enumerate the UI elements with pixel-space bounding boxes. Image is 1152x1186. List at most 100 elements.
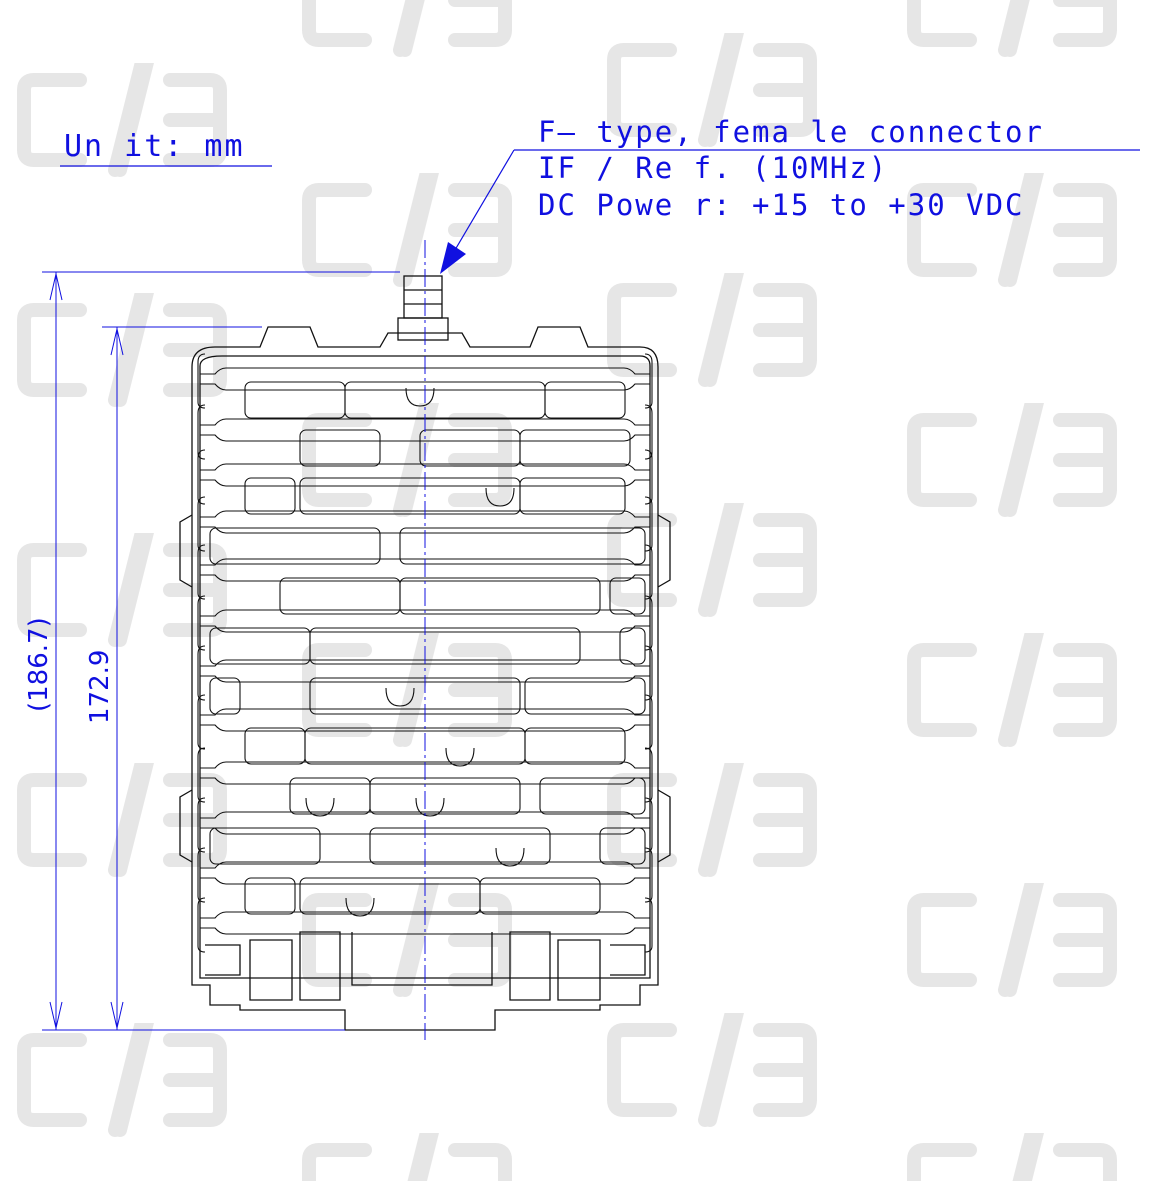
fin-end-right	[644, 404, 653, 460]
housing-outer-body	[191, 326, 659, 1031]
fin-end-left	[197, 645, 206, 701]
channel-bulge	[405, 387, 435, 407]
fin-end-right	[644, 496, 653, 552]
brand-logo-watermark-icon	[607, 33, 817, 147]
channel	[524, 677, 646, 715]
connector-signal-note: IF ∕ Re f. (10MHz)	[538, 151, 888, 185]
brand-logo-watermark-icon	[302, 633, 512, 747]
fin-end-left	[197, 747, 206, 803]
channel	[519, 477, 626, 515]
callout-arrowhead	[440, 242, 466, 274]
fin-end-right	[644, 747, 653, 803]
left-bump-upper	[179, 514, 193, 588]
fin-end-right	[644, 797, 653, 853]
channel-bulge	[345, 897, 375, 917]
dimension-body	[102, 326, 262, 1030]
brand-logo-watermark-icon	[907, 403, 1117, 517]
channel	[209, 827, 321, 865]
channel	[609, 577, 646, 615]
connector-body	[403, 275, 443, 319]
brand-logo-watermark-icon	[17, 533, 227, 647]
brand-logo-watermark-icon	[607, 1013, 817, 1127]
channel	[209, 527, 381, 565]
body-height-dimension: 172.9	[85, 650, 115, 724]
housing-outline	[179, 275, 671, 1031]
fin-end-left	[197, 694, 206, 750]
fin-end-right	[644, 847, 653, 903]
fin-end-right	[644, 645, 653, 701]
unit-label: Un it: mm	[64, 129, 245, 164]
overall-height-dimension: (186.7)	[24, 617, 54, 712]
channel	[289, 777, 371, 815]
fin-end-right	[644, 694, 653, 750]
channel	[244, 381, 346, 419]
connector-type-note: F— type, fema le connector	[538, 115, 1044, 149]
fin-end-left	[197, 544, 206, 600]
fin-end-left	[197, 353, 206, 409]
channel	[344, 381, 546, 419]
bottom-compartment-right	[509, 931, 551, 1001]
channel	[209, 627, 311, 665]
brand-logo-watermark-icon	[907, 0, 1117, 57]
brand-logo-watermark-icon	[302, 883, 512, 997]
channel	[369, 827, 551, 865]
channel	[309, 677, 521, 715]
fin-end-left	[197, 595, 206, 651]
fin-end-left	[197, 404, 206, 460]
channel	[244, 477, 296, 515]
brand-logo-watermark-icon	[607, 503, 817, 617]
channel	[519, 429, 631, 467]
channel	[539, 777, 646, 815]
brand-logo-watermark-icon	[302, 0, 512, 57]
connector-hex	[397, 317, 449, 341]
channel	[544, 381, 626, 419]
fin-end-left	[197, 496, 206, 552]
fin-end-right	[644, 595, 653, 651]
bottom-compartment-left	[249, 939, 293, 1001]
channel-bulge	[385, 687, 415, 707]
channel-bulge	[445, 747, 475, 767]
channel-bulge	[495, 847, 525, 867]
right-bump-lower	[657, 789, 671, 863]
brand-logo-watermark-icon	[17, 763, 227, 877]
channel	[599, 827, 646, 865]
channel-bulge	[305, 797, 335, 817]
brand-logo-watermark-icon	[17, 1023, 227, 1137]
brand-logo-watermark-icon	[607, 763, 817, 877]
brand-logo-watermark-icon	[907, 1133, 1117, 1186]
channel	[399, 577, 601, 615]
brand-logo-watermark-icon	[302, 173, 512, 287]
channel	[244, 727, 306, 765]
cooling-fins	[197, 353, 653, 953]
channel	[619, 627, 646, 665]
fin-end-left	[197, 847, 206, 903]
bottom-compartment-right2	[557, 939, 601, 1001]
fin-end-left	[197, 897, 206, 953]
brand-logo-watermark-icon	[607, 273, 817, 387]
connector-callout	[440, 149, 1140, 274]
brand-logo-watermark-icon	[17, 63, 227, 177]
connector-power-note: DC Powe r: +15 to +30 VDC	[538, 188, 1025, 222]
brand-logo-watermark-icon	[302, 1133, 512, 1186]
channel	[479, 877, 601, 915]
channel	[399, 527, 646, 565]
bottom-compartment-left2	[299, 931, 341, 1001]
brand-logo-watermark-icon	[907, 173, 1117, 287]
fin-end-left	[197, 449, 206, 505]
fin-end-right	[644, 897, 653, 953]
fin-end-right	[644, 353, 653, 409]
channel-bulge	[415, 797, 445, 817]
channel	[244, 877, 296, 915]
right-bump-upper	[657, 514, 671, 588]
brand-logo-watermark-icon	[17, 293, 227, 407]
brand-logo-watermark-icon	[907, 883, 1117, 997]
channel	[209, 677, 241, 715]
watermark-layer	[17, 0, 1117, 1186]
fin-end-right	[644, 544, 653, 600]
housing-inner-body	[199, 355, 651, 979]
brand-logo-watermark-icon	[907, 633, 1117, 747]
fin-end-left	[197, 797, 206, 853]
channel	[309, 627, 581, 665]
